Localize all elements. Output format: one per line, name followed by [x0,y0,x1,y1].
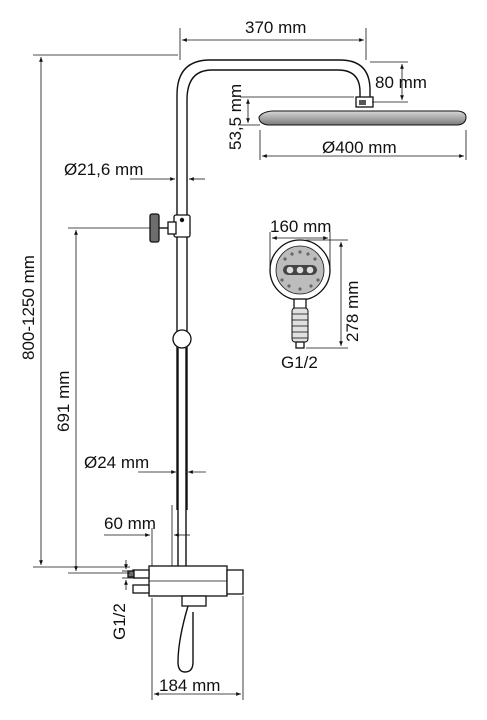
dim-arm-length-label: 370 mm [245,18,306,37]
overhead-showerhead [258,96,467,126]
dim-head-height: 53,5 mm [226,84,354,150]
lower-pipe [177,348,187,570]
dim-hand-shower-width-label: 160 mm [270,217,331,236]
dim-lower-pipe-diameter-label: Ø24 mm [84,453,149,472]
dim-arm-length: 370 mm [179,18,367,60]
dim-mixer-width: 184 mm [151,596,244,700]
dim-total-height-label: 800-1250 mm [19,255,38,360]
dim-hand-shower-length: 278 mm [306,239,362,349]
dim-connection-offset-label: 60 mm [104,514,156,533]
dim-upper-pipe-diameter: Ø21,6 mm [64,160,205,185]
dim-arm-drop: 80 mm [370,61,427,103]
hand-shower [269,239,331,349]
shower-riser [176,59,371,510]
dim-hand-shower-length-label: 278 mm [343,281,362,342]
dim-total-height: 800-1250 mm [19,54,178,568]
dim-head-height-label: 53,5 mm [226,84,245,150]
dim-arm-drop-label: 80 mm [375,73,427,92]
dim-holder-height-label: 691 mm [54,371,73,432]
dim-lower-pipe-diameter: Ø24 mm [84,453,206,478]
dim-head-diameter-label: Ø400 mm [322,138,397,157]
dim-holder-height: 691 mm [54,227,150,574]
dim-connection-offset: 60 mm [104,505,190,566]
dim-upper-pipe-diameter-label: Ø21,6 mm [64,160,143,179]
dim-hand-shower-thread-label: G1/2 [281,353,318,372]
dim-head-diameter: Ø400 mm [259,130,467,160]
dim-hand-shower-width: 160 mm [269,217,331,268]
pipe-connector [172,329,192,349]
hand-shower-holder [149,213,191,243]
dim-hand-shower-thread: G1/2 [281,353,318,372]
dim-mixer-thread-label: G1/2 [110,603,129,640]
dim-mixer-thread: G1/2 [110,560,132,640]
dim-mixer-width-label: 184 mm [159,676,220,695]
thermostatic-mixer [127,565,244,673]
